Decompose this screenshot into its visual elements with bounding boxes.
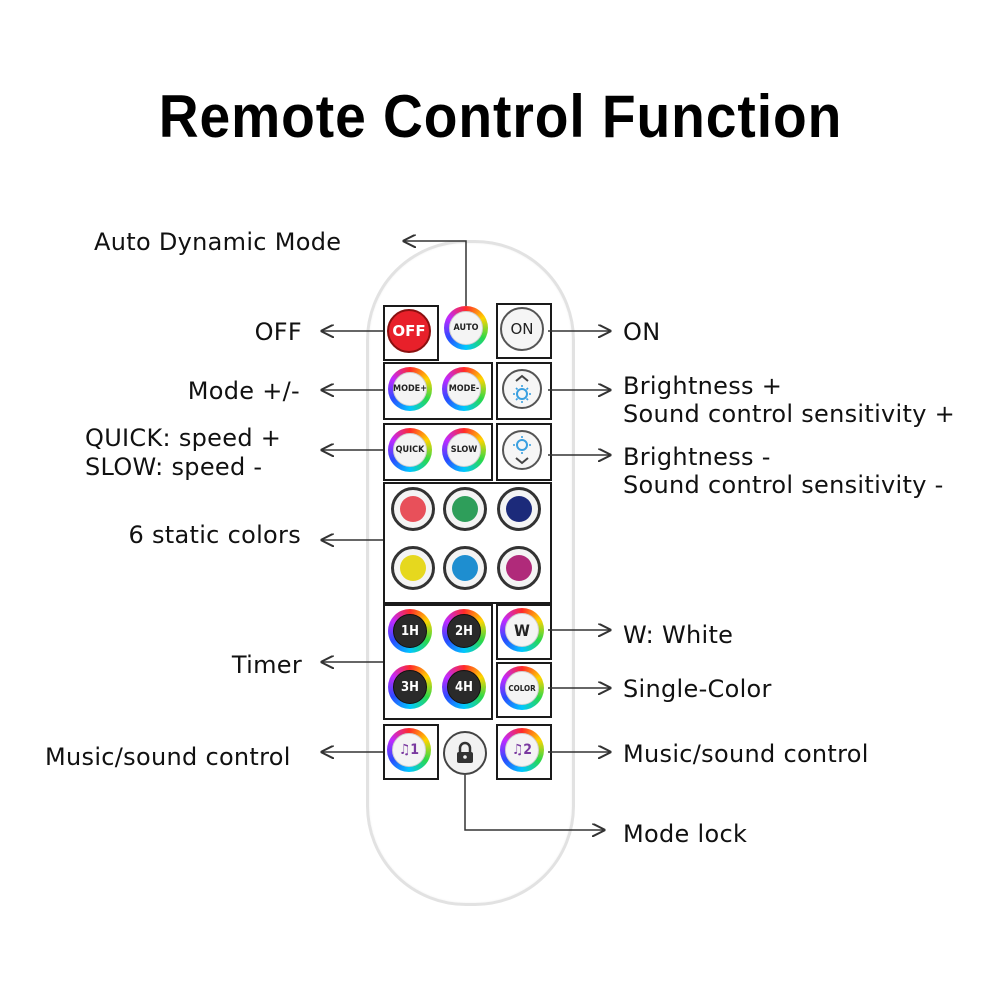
mode-minus-button[interactable]: MODE- <box>442 367 486 411</box>
static-color-button[interactable] <box>443 546 487 590</box>
off-button[interactable]: OFF <box>387 309 431 353</box>
label-single-color: Single-Color <box>623 675 772 703</box>
label-quick-speed: QUICK: speed + <box>85 424 282 452</box>
timer-4h-label: 4H <box>447 670 481 704</box>
label-white: W: White <box>623 621 734 649</box>
label-brightness-up: Brightness + <box>623 372 783 400</box>
off-button-label: OFF <box>392 322 426 340</box>
music-1-frame <box>383 724 439 780</box>
label-music-left: Music/sound control <box>45 743 291 771</box>
label-sensitivity-down: Sound control sensitivity - <box>623 471 944 499</box>
static-colors-frame <box>383 482 552 604</box>
white-button-label: W <box>505 613 539 647</box>
music-2-label: ♫2 <box>505 733 539 767</box>
timer-2h-label: 2H <box>447 614 481 648</box>
label-timer: Timer <box>231 651 302 679</box>
color-swatch <box>452 496 478 522</box>
mode-lock-button[interactable] <box>443 731 487 775</box>
static-color-button[interactable] <box>391 546 435 590</box>
label-static-colors: 6 static colors <box>128 521 301 549</box>
label-on: ON <box>623 318 661 346</box>
speed-group-frame <box>383 423 493 481</box>
static-color-button[interactable] <box>497 546 541 590</box>
timer-3h-button[interactable]: 3H <box>388 665 432 709</box>
single-color-label: COLOR <box>505 671 539 705</box>
auto-button[interactable]: AUTO <box>444 306 488 350</box>
white-button-frame <box>496 604 552 660</box>
music-2-button[interactable]: ♫2 <box>500 728 544 772</box>
brightness-down-icon <box>513 436 531 465</box>
label-brightness-down: Brightness - <box>623 443 771 471</box>
label-slow-speed: SLOW: speed - <box>85 453 263 481</box>
quick-button[interactable]: QUICK <box>388 428 432 472</box>
on-button-label: ON <box>510 320 534 338</box>
on-button[interactable]: ON <box>500 307 544 351</box>
white-button[interactable]: W <box>500 608 544 652</box>
color-button-frame <box>496 662 552 718</box>
page-title: Remote Control Function <box>158 83 843 150</box>
timer-group-frame <box>383 604 493 720</box>
timer-1h-button[interactable]: 1H <box>388 609 432 653</box>
quick-button-label: QUICK <box>393 433 427 467</box>
label-sensitivity-up: Sound control sensitivity + <box>623 400 956 428</box>
static-color-button[interactable] <box>443 487 487 531</box>
lock-icon <box>457 741 473 763</box>
timer-1h-label: 1H <box>393 614 427 648</box>
color-swatch <box>452 555 478 581</box>
label-mode: Mode +/- <box>187 377 300 405</box>
music-1-label: ♫1 <box>392 733 426 767</box>
auto-button-label: AUTO <box>449 311 483 345</box>
mode-plus-label: MODE+ <box>393 372 427 406</box>
color-swatch <box>506 555 532 581</box>
timer-4h-button[interactable]: 4H <box>442 665 486 709</box>
brightness-down-button[interactable] <box>502 430 542 470</box>
timer-3h-label: 3H <box>393 670 427 704</box>
label-mode-lock: Mode lock <box>623 820 748 848</box>
slow-button[interactable]: SLOW <box>442 428 486 472</box>
mode-group-frame <box>383 362 493 420</box>
color-swatch <box>400 496 426 522</box>
color-swatch <box>400 555 426 581</box>
music-1-button[interactable]: ♫1 <box>387 728 431 772</box>
label-music-right: Music/sound control <box>623 740 869 768</box>
off-button-frame <box>383 305 439 361</box>
brightness-up-icon <box>513 374 531 403</box>
brightness-down-frame <box>496 423 552 481</box>
single-color-button[interactable]: COLOR <box>500 666 544 710</box>
static-color-button[interactable] <box>497 487 541 531</box>
static-color-button[interactable] <box>391 487 435 531</box>
label-off: OFF <box>254 318 302 346</box>
slow-button-label: SLOW <box>447 433 481 467</box>
timer-2h-button[interactable]: 2H <box>442 609 486 653</box>
brightness-up-button[interactable] <box>502 369 542 409</box>
brightness-up-frame <box>496 362 552 420</box>
mode-plus-button[interactable]: MODE+ <box>388 367 432 411</box>
mode-minus-label: MODE- <box>447 372 481 406</box>
color-swatch <box>506 496 532 522</box>
label-auto-dynamic-mode: Auto Dynamic Mode <box>94 228 342 256</box>
